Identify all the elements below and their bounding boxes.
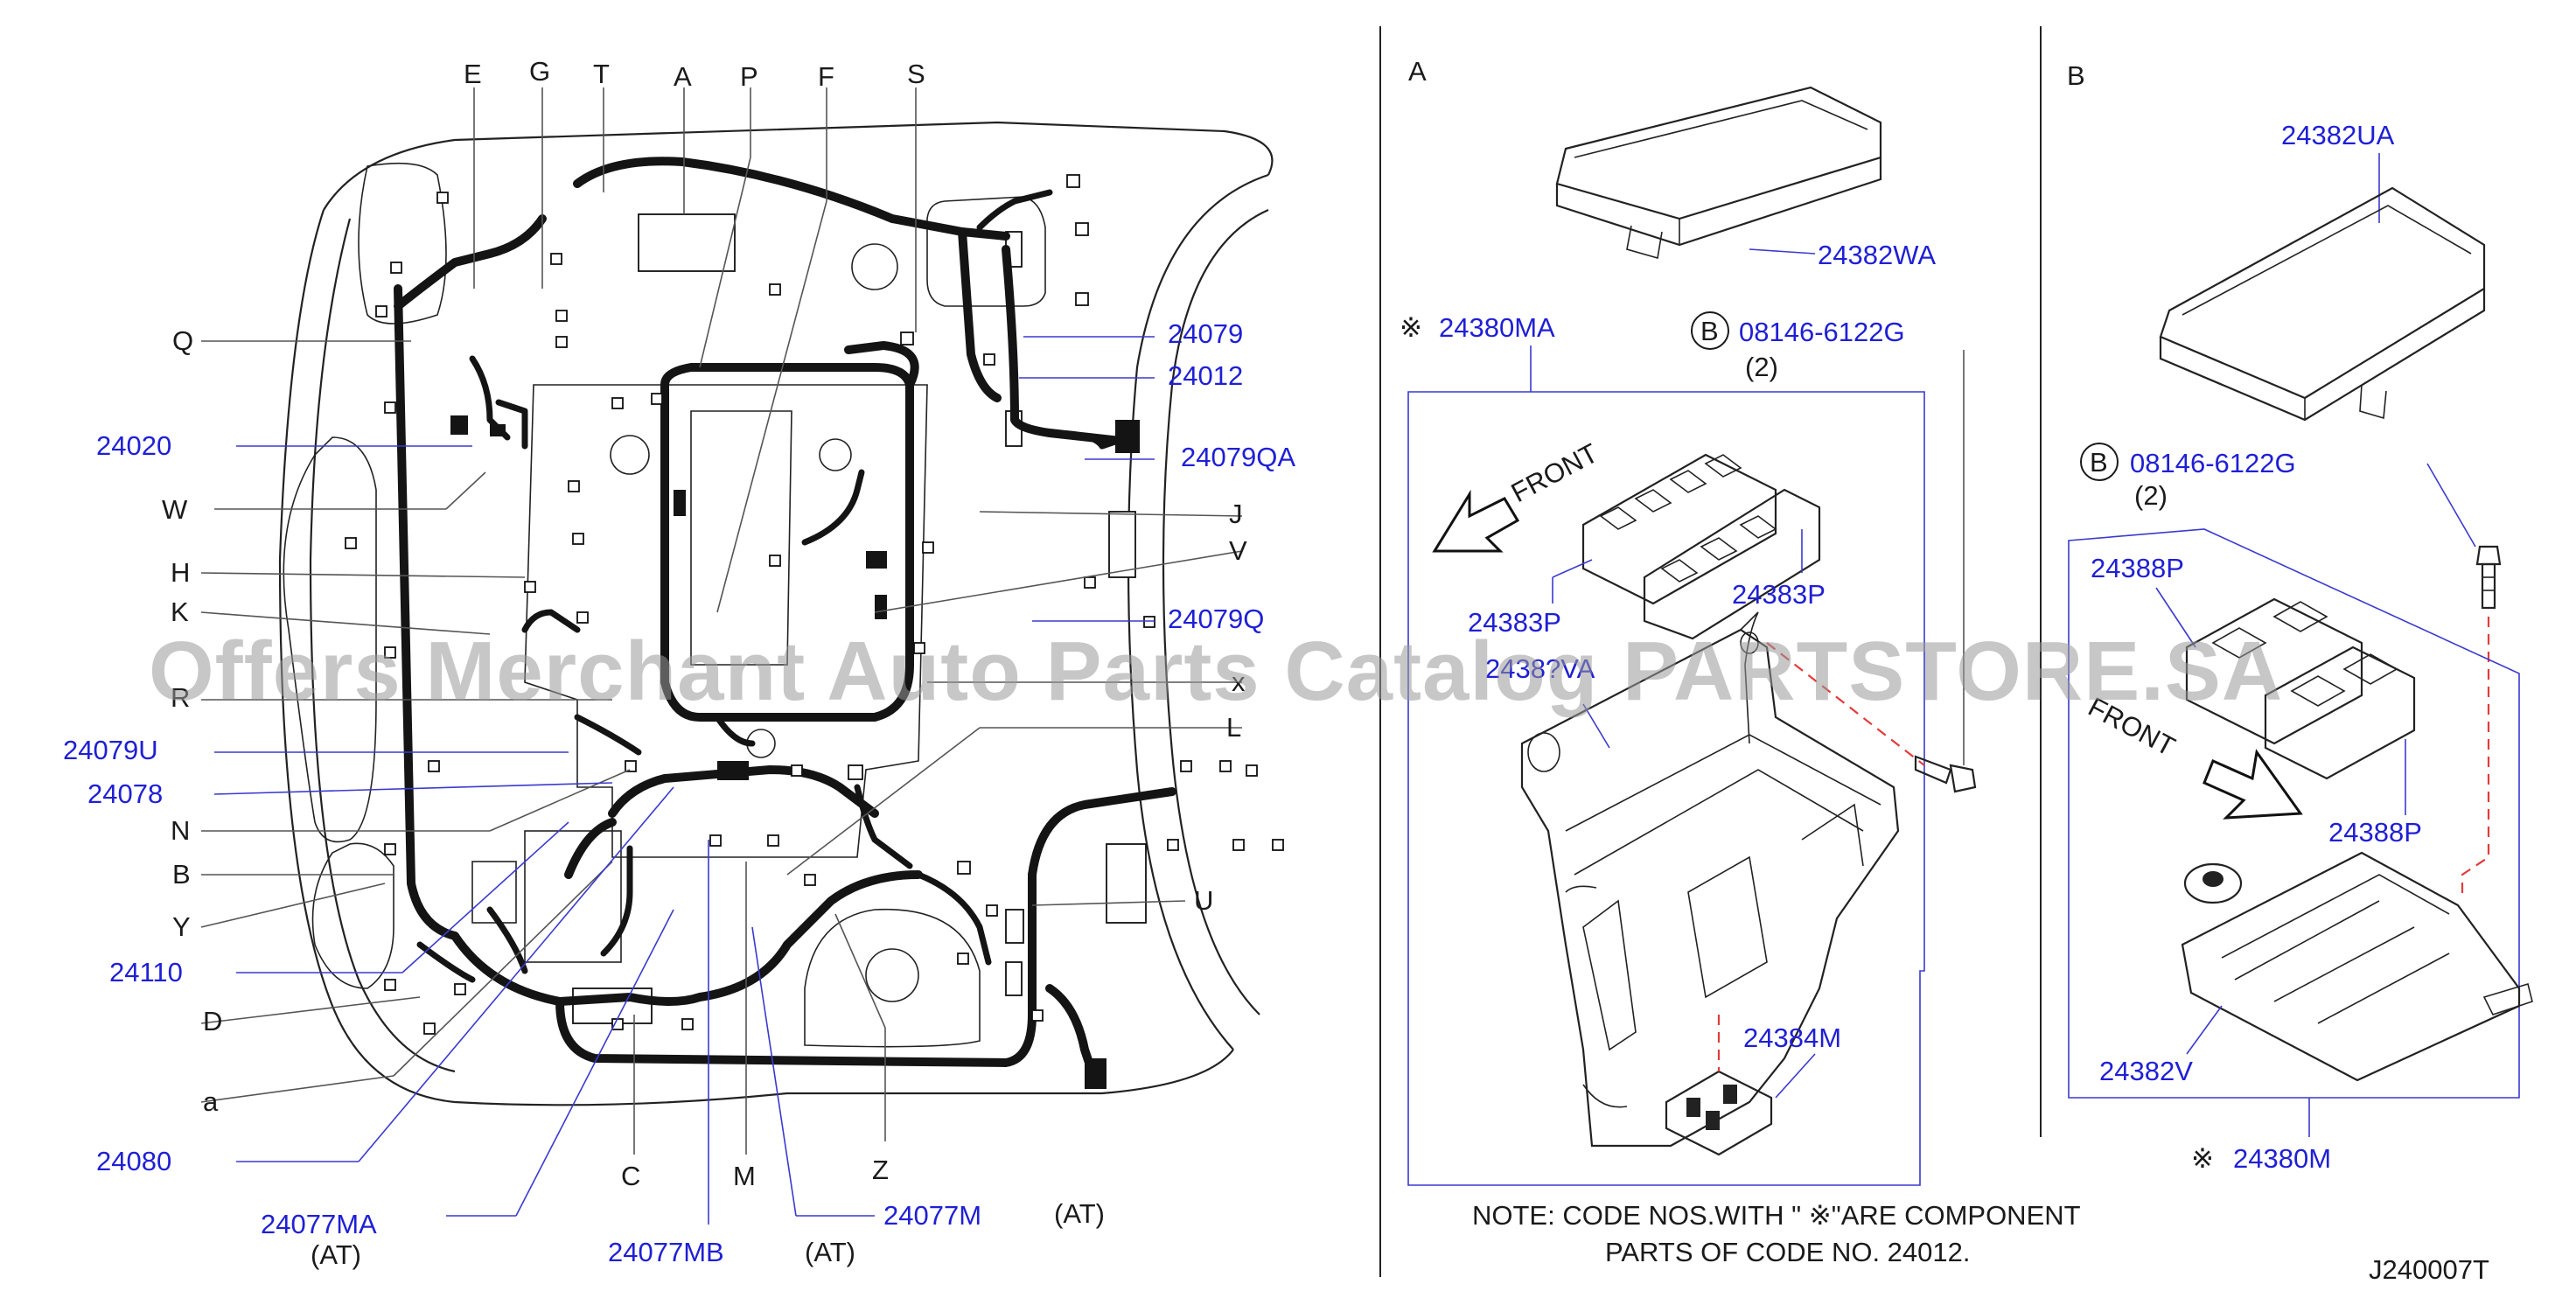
callout-G[interactable]: G — [529, 56, 550, 87]
callout-V[interactable]: V — [1229, 535, 1247, 566]
callout-obscured: 2438?VA — [1485, 653, 1595, 684]
callout-24077MA[interactable]: 24077MA — [261, 1209, 377, 1239]
callout-a[interactable]: a — [203, 1086, 219, 1117]
callout-M[interactable]: M — [733, 1161, 756, 1191]
fuse-box-body-a — [1520, 611, 1900, 1148]
fuse-cover-b — [2159, 186, 2486, 422]
at-note-1: (AT) — [311, 1239, 361, 1270]
bolt-b — [2475, 545, 2502, 610]
callout-D[interactable]: D — [203, 1006, 222, 1036]
engine-room-view — [200, 87, 1284, 1225]
callout-24388P-b[interactable]: 24388P — [2328, 817, 2422, 848]
panel-b: B 24382UA B 08146-6122G (2) 24388P — [2067, 60, 2533, 1174]
panel-a: A 24382WA ※ 24380MA B 08146-6122G (2) FR… — [1400, 56, 2081, 1267]
callout-B[interactable]: B — [172, 859, 191, 890]
callout-24080[interactable]: 24080 — [96, 1146, 171, 1176]
callout-24384M[interactable]: 24384M — [1743, 1022, 1841, 1053]
callout-24079QA[interactable]: 24079QA — [1181, 442, 1295, 472]
panel-a-title: A — [1408, 56, 1427, 87]
callout-24380M[interactable]: 24380M — [2233, 1143, 2331, 1174]
callout-P[interactable]: P — [740, 61, 758, 92]
svg-text:FRONT: FRONT — [1506, 437, 1603, 508]
relay-block-b — [2185, 597, 2416, 780]
callout-x[interactable]: x — [1232, 666, 1246, 697]
callout-R[interactable]: R — [171, 682, 190, 713]
callout-24020[interactable]: 24020 — [96, 430, 171, 461]
small-connectors — [345, 174, 1284, 1035]
callout-24078[interactable]: 24078 — [87, 778, 163, 809]
callout-24383P-b[interactable]: 24383P — [1732, 579, 1826, 610]
bolt-circle-a-letter: B — [1700, 316, 1719, 346]
star-a: ※ — [1400, 312, 1422, 343]
callout-S[interactable]: S — [907, 59, 925, 89]
callout-J[interactable]: J — [1229, 499, 1243, 529]
callout-24079[interactable]: 24079 — [1168, 318, 1243, 349]
fuse-cover-a — [1555, 86, 1882, 260]
bolt-circle-a — [1691, 311, 1729, 350]
callout-08146-6122G-b[interactable]: 08146-6122G — [2130, 448, 2296, 478]
star-b: ※ — [2191, 1143, 2214, 1174]
watermark: Offers Merchant Auto Parts Catalog PARTS… — [149, 625, 2283, 718]
note-line-2: PARTS OF CODE NO. 24012. — [1605, 1237, 1971, 1267]
relay-block-a — [1581, 453, 1821, 640]
callout-24382V[interactable]: 24382V — [2099, 1056, 2193, 1086]
callout-Q[interactable]: Q — [172, 325, 193, 356]
callout-24077MB[interactable]: 24077MB — [608, 1237, 724, 1267]
at-note-3: (AT) — [1054, 1198, 1105, 1229]
bolt-qty-b: (2) — [2134, 480, 2168, 511]
front-arrow-a: FRONT — [1432, 437, 1603, 553]
callout-H[interactable]: H — [171, 557, 190, 588]
bolt-circle-b — [2080, 443, 2119, 481]
note-line-1: NOTE: CODE NOS.WITH " ※"ARE COMPONENT — [1472, 1200, 2081, 1231]
callout-Y[interactable]: Y — [172, 911, 191, 942]
left-callouts: E G T A P F S Q 24020 W H K R 24079U 240… — [63, 56, 1295, 1270]
callout-L[interactable]: L — [1226, 712, 1241, 743]
callout-24012[interactable]: 24012 — [1168, 360, 1243, 391]
callout-24110[interactable]: 24110 — [109, 957, 183, 987]
callout-A[interactable]: A — [674, 61, 692, 92]
callout-08146-6122G-a[interactable]: 08146-6122G — [1739, 317, 1905, 347]
callout-U[interactable]: U — [1194, 885, 1213, 916]
callout-F[interactable]: F — [818, 61, 834, 92]
bolt-circle-b-letter: B — [2090, 447, 2108, 478]
callout-T[interactable]: T — [593, 59, 610, 89]
left-leader-lines — [200, 87, 1243, 1155]
callout-N[interactable]: N — [171, 815, 190, 846]
callout-C[interactable]: C — [621, 1161, 640, 1191]
bolt-qty-a: (2) — [1745, 352, 1778, 382]
figure-code: J240007T — [2369, 1254, 2489, 1285]
bolt-a — [1914, 755, 1977, 793]
callout-24079Q[interactable]: 24079Q — [1168, 604, 1264, 634]
callout-24079U[interactable]: 24079U — [63, 735, 158, 765]
at-note-2: (AT) — [805, 1237, 855, 1267]
callout-24382WA[interactable]: 24382WA — [1818, 240, 1936, 270]
callout-W[interactable]: W — [162, 494, 188, 525]
callout-24077M[interactable]: 24077M — [883, 1200, 981, 1231]
left-blue-leaders — [213, 336, 1155, 1225]
connector-24384m — [1665, 1070, 1773, 1156]
panel-b-title: B — [2067, 60, 2085, 91]
callout-24380MA[interactable]: 24380MA — [1439, 312, 1555, 343]
callout-K[interactable]: K — [171, 597, 189, 627]
callout-24388P-a[interactable]: 24388P — [2091, 553, 2184, 583]
fuse-tray-b — [2181, 851, 2533, 1082]
callout-Z[interactable]: Z — [872, 1155, 889, 1185]
callout-24383P-a[interactable]: 24383P — [1468, 607, 1561, 638]
callout-E[interactable]: E — [464, 59, 482, 89]
callout-24382UA[interactable]: 24382UA — [2281, 120, 2395, 150]
